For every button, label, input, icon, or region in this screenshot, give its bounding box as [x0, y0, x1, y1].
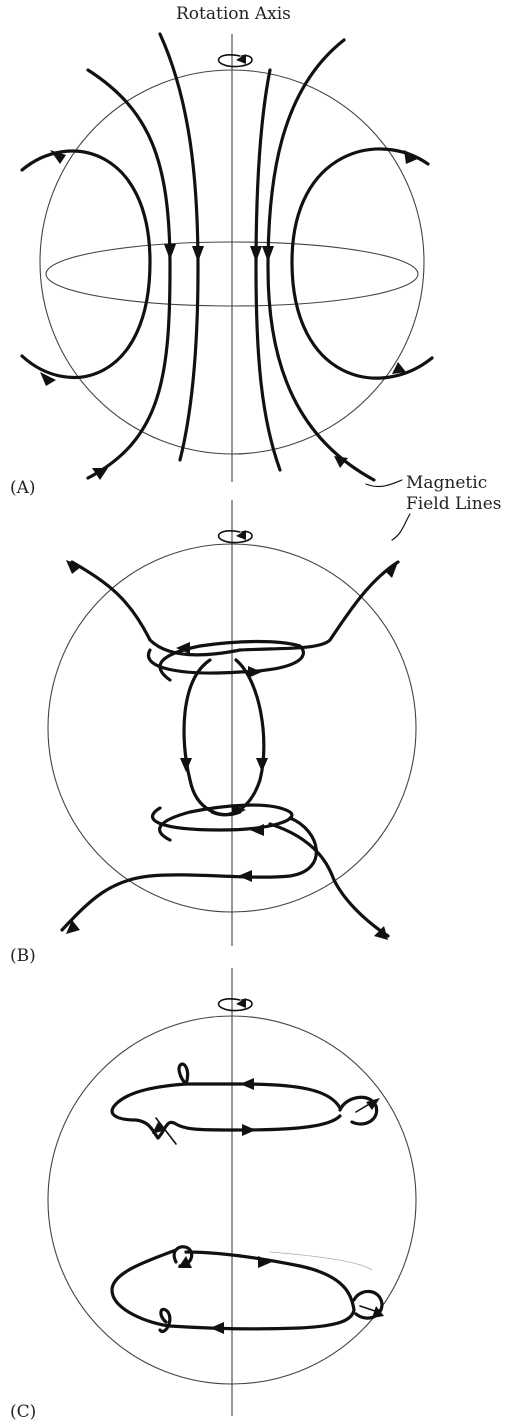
field-lines-label-line1: Magnetic — [406, 473, 488, 493]
panel-a-label: (A) — [10, 478, 36, 498]
field-line-c-upper-loop — [110, 1082, 342, 1140]
rotation-arrow-b — [217, 530, 253, 544]
panel-b — [47, 500, 417, 946]
arrowheads-b — [66, 560, 398, 940]
field-line-a5 — [20, 149, 152, 379]
equator-a — [45, 241, 419, 307]
arrowheads-a — [40, 150, 420, 480]
panel-c — [47, 968, 417, 1416]
field-line-b-lower — [60, 816, 318, 932]
field-line-a1 — [86, 68, 172, 480]
field-line-a4 — [266, 38, 376, 482]
field-line-c-upper-rightloop — [338, 1095, 379, 1126]
field-line-a3 — [254, 68, 282, 472]
field-lines-leader-a — [365, 479, 403, 488]
field-line-b-loop-right — [210, 658, 266, 817]
field-lines-label-line2: Field Lines — [406, 494, 502, 514]
rotation-arrow-a — [217, 54, 253, 68]
field-line-c-lower-loop — [110, 1248, 356, 1331]
faint-arc-c — [269, 1251, 373, 1271]
field-line-b-coil-top — [146, 639, 305, 682]
sphere-c — [47, 1015, 417, 1385]
field-line-c-upper-kink — [177, 1062, 190, 1086]
panel-c-label: (C) — [10, 1402, 37, 1422]
panel-b-label: (B) — [10, 946, 36, 966]
field-line-b-lower-right — [268, 822, 390, 938]
field-line-c-lower-rightloop — [352, 1289, 384, 1320]
field-line-b-coil-bottom — [150, 803, 294, 842]
field-line-c-upper-tick — [155, 1117, 177, 1145]
rotation-axis-label: Rotation Axis — [176, 4, 291, 24]
arrowheads-c — [152, 1078, 384, 1334]
rotation-arrow-c — [217, 998, 253, 1012]
field-line-a2 — [158, 32, 200, 462]
sphere-a — [39, 69, 425, 455]
field-line-a6 — [290, 147, 434, 380]
sphere-b — [47, 543, 417, 913]
field-lines-leader-b — [391, 513, 411, 541]
field-line-c-lower-kink — [158, 1307, 172, 1333]
field-line-b-upper — [70, 560, 400, 657]
panel-a — [20, 32, 434, 488]
